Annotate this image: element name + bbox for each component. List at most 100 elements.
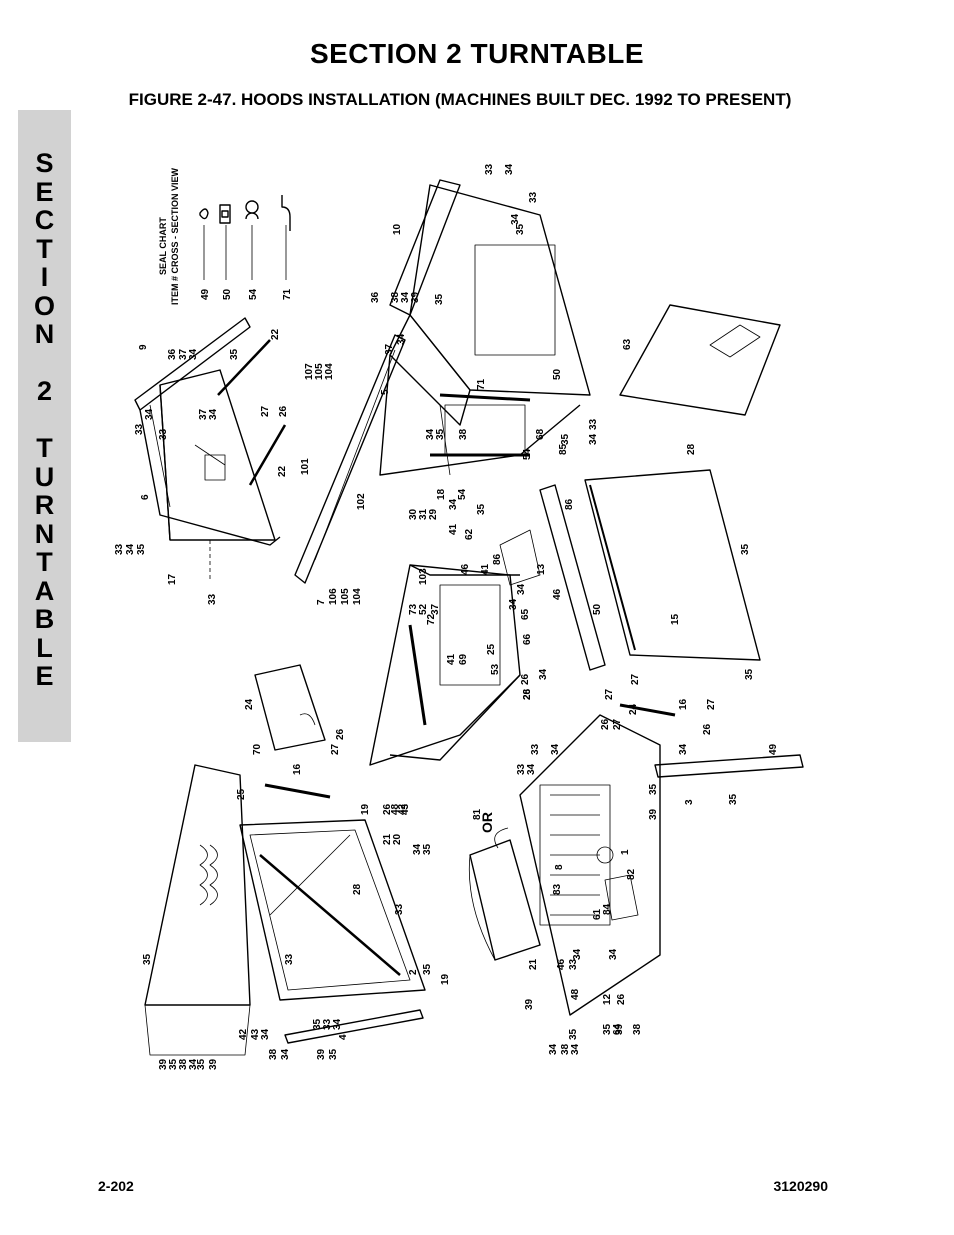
part-callout: 27: [330, 743, 341, 755]
part-callout: 34: [516, 583, 527, 595]
part-callout: 50: [592, 603, 603, 615]
part-callout: 26: [278, 405, 289, 417]
part-callout: 12: [602, 993, 613, 1005]
part-callout: 34: [548, 1043, 559, 1055]
part-callout: 26: [382, 803, 393, 815]
part-callout: 43: [250, 1028, 261, 1040]
part-callout: 36: [370, 291, 381, 303]
part-callout: 34: [678, 743, 689, 755]
part-callout: 66: [522, 633, 533, 645]
part-callout: 86: [564, 498, 575, 510]
part-callout: 81: [472, 808, 483, 820]
part-callout: 35: [434, 293, 445, 305]
part-callout: 18: [436, 488, 447, 500]
seal-chart-item: 71: [282, 288, 293, 300]
part-callout: 103: [418, 568, 429, 585]
part-callout: 46: [552, 588, 563, 600]
part-callout: 29: [428, 508, 439, 520]
part-callout: 3: [684, 799, 695, 805]
side-tab-letter: L: [36, 632, 53, 663]
part-callout: 33: [207, 593, 218, 605]
part-callout: 35: [568, 1028, 579, 1040]
part-callout: 37: [430, 603, 441, 615]
part-callout: 33: [568, 958, 579, 970]
part-callout: 34: [588, 433, 599, 445]
side-tab-letter: 2: [36, 376, 53, 406]
part-callout: 16: [678, 698, 689, 710]
part-callout: 33: [530, 743, 541, 755]
figure-title: FIGURE 2-47. HOODS INSTALLATION (MACHINE…: [128, 90, 792, 109]
part-callout: 107: [304, 363, 315, 380]
part-callout: 33: [484, 163, 495, 175]
part-callout: 41: [446, 653, 457, 665]
side-tab-letter: O: [33, 290, 55, 321]
part-callout: 37: [198, 408, 209, 420]
part-callout: 63: [622, 338, 633, 350]
part-callout: 35: [312, 1018, 323, 1030]
part-callout: 35: [648, 783, 659, 795]
part-callout: 8: [554, 864, 565, 870]
part-callout: 33: [394, 903, 405, 915]
part-callout: 46: [460, 563, 471, 575]
part-callout: 37: [178, 348, 189, 360]
side-tab-letter: T: [36, 547, 53, 577]
part-callout: 48: [570, 988, 581, 1000]
part-callout: 26: [520, 673, 531, 685]
part-callout: 34: [400, 291, 411, 303]
side-tab-letter: A: [34, 575, 55, 606]
part-callout: 72: [426, 613, 437, 625]
part-callout: 49: [768, 743, 779, 755]
part-callout: 33: [588, 418, 599, 430]
part-callout: 35: [435, 428, 446, 440]
part-callout: 13: [536, 563, 547, 575]
part-callout: 35: [744, 668, 755, 680]
or-label: OR: [479, 812, 495, 833]
seal-chart-title: SEAL CHART: [158, 217, 168, 275]
part-callout: 52: [418, 603, 429, 615]
part-callout: 86: [492, 553, 503, 565]
part-callout: 85: [558, 443, 569, 455]
part-callout: 101: [300, 458, 311, 475]
part-callout: 61: [592, 908, 603, 920]
part-callout: 19: [440, 973, 451, 985]
part-callout: 54: [457, 488, 468, 500]
part-callout: 43: [400, 803, 411, 815]
part-callout: 1: [620, 849, 631, 855]
part-callout: 34: [260, 1028, 271, 1040]
side-tab-letter: E: [35, 176, 54, 207]
part-callout: 2: [408, 969, 419, 975]
part-callout: 34: [332, 1018, 343, 1030]
part-callout: 62: [464, 528, 475, 540]
part-callout: 21: [382, 833, 393, 845]
part-callout: 16: [292, 763, 303, 775]
part-callout: 35: [515, 223, 526, 235]
part-callout: 37: [384, 343, 395, 355]
seal-chart-header: ITEM # CROSS - SECTION VIEW: [170, 167, 180, 305]
side-tab-letter: C: [34, 205, 55, 235]
part-callout: 35: [196, 1058, 207, 1070]
part-callout: 6: [140, 494, 151, 500]
part-callout: 73: [408, 603, 419, 615]
side-tab-letter: R: [34, 490, 55, 520]
part-callout: 34: [508, 598, 519, 610]
part-callout: 34: [280, 1048, 291, 1060]
part-callout: 105: [314, 363, 325, 380]
diagram-svg: SEAL CHART ITEM # CROSS - SECTION VIEW 4…: [114, 163, 804, 1070]
side-tab-letter: T: [36, 433, 53, 463]
part-callout: 53: [490, 663, 501, 675]
document-number: 3120290: [773, 1178, 828, 1194]
part-callout: 35: [602, 1023, 613, 1035]
part-callout: 24: [628, 703, 639, 715]
part-callout: 35: [422, 963, 433, 975]
side-tab-letter: I: [40, 262, 49, 292]
part-callout: 25: [236, 788, 247, 800]
part-callout: 54: [522, 448, 533, 460]
side-tab-letter: T: [36, 233, 53, 264]
part-callout: 27: [630, 673, 641, 685]
part-callout: 26: [522, 688, 533, 700]
part-callout: 35: [728, 793, 739, 805]
part-callout: 34: [570, 1043, 581, 1055]
part-callout: 102: [356, 493, 367, 510]
